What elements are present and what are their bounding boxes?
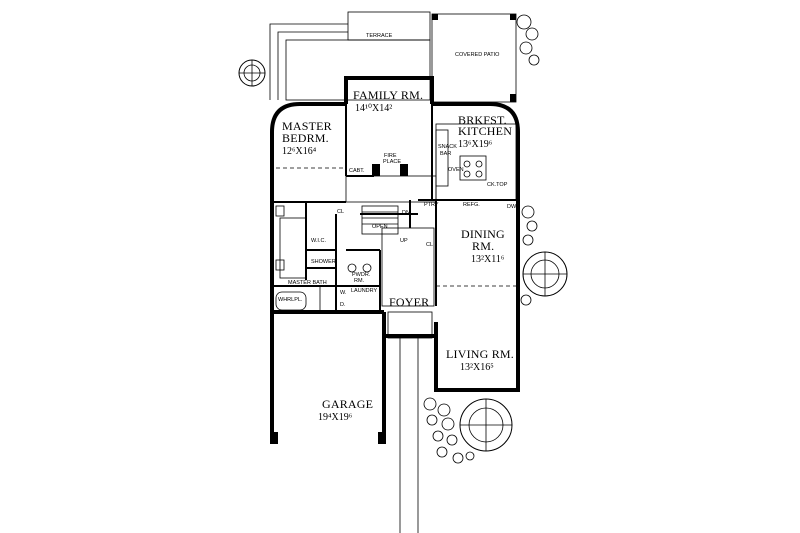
label-washer: W. <box>340 290 347 296</box>
label-family-dim: 14¹⁰X14² <box>355 103 392 114</box>
label-master-1: MASTER <box>282 119 332 133</box>
fireplace-right <box>400 164 408 176</box>
label-oven: OVEN <box>448 167 464 173</box>
label-garage: GARAGE <box>322 397 373 411</box>
exterior-walls <box>270 76 520 444</box>
label-whirlpool: WHRLPL. <box>278 297 303 303</box>
label-cooktop: CK.TOP <box>487 182 508 188</box>
tree-back-left <box>238 59 266 87</box>
label-pwdr-2: RM. <box>354 278 365 284</box>
label-pwdr-1: PWDR. <box>352 272 371 278</box>
kitchen-island <box>459 155 487 181</box>
label-master-2: BEDRM. <box>282 131 329 145</box>
label-closet-2: CL <box>426 242 433 248</box>
label-wic: W.I.C. <box>311 238 326 244</box>
label-up: UP <box>400 238 408 244</box>
interior-walls <box>272 104 518 312</box>
label-refrigerator: REFG. <box>463 202 480 208</box>
label-closet-1: CL <box>337 209 344 215</box>
tree-front <box>459 398 513 452</box>
label-living: LIVING RM. <box>446 347 514 361</box>
label-shower: SHOWER <box>311 259 336 265</box>
label-dryer: D. <box>340 302 346 308</box>
label-dn: DN <box>402 210 410 216</box>
label-living-dim: 13²X16⁵ <box>460 362 494 373</box>
label-dining-2: RM. <box>472 239 494 253</box>
label-dining-dim: 13²X11⁶ <box>471 254 505 265</box>
label-laundry: LAUNDRY <box>351 288 378 294</box>
label-dining-1: DINING <box>461 227 505 241</box>
label-open: OPEN <box>372 224 388 230</box>
label-terrace: TERRACE <box>366 33 393 39</box>
hall-tile <box>345 175 437 203</box>
label-foyer: FOYER <box>389 295 429 309</box>
pwdr-sink <box>347 263 357 273</box>
label-kitchen-dim: 13⁶X19⁶ <box>458 139 493 150</box>
label-covered-patio: COVERED PATIO <box>455 52 500 58</box>
shrubs <box>423 14 540 464</box>
terrace <box>269 11 431 101</box>
label-snack-2: BAR <box>440 151 451 157</box>
label-cabinet: CABT. <box>349 168 365 174</box>
label-kitchen-1: BRKFST. <box>458 113 507 127</box>
label-family-room: FAMILY RM. <box>353 88 423 102</box>
label-fireplace-1: FIRE <box>384 153 397 159</box>
tree-right <box>522 251 568 297</box>
label-kitchen-2: KITCHEN <box>458 124 512 138</box>
covered-patio <box>431 13 517 103</box>
label-pantry: PTRY <box>424 202 439 208</box>
label-fireplace-2: PLACE <box>383 159 401 165</box>
fireplace-left <box>372 164 380 176</box>
snack-bar <box>435 129 449 187</box>
label-master-bath: MASTER BATH <box>288 280 327 286</box>
label-dishwasher: DW <box>507 204 517 210</box>
label-garage-dim: 19⁴X19⁶ <box>318 412 353 423</box>
whirlpool-tub <box>275 291 307 311</box>
label-snack-1: SNACK <box>438 144 457 150</box>
foyer-tile <box>381 227 435 307</box>
label-master-dim: 12⁶X16⁴ <box>282 146 317 157</box>
